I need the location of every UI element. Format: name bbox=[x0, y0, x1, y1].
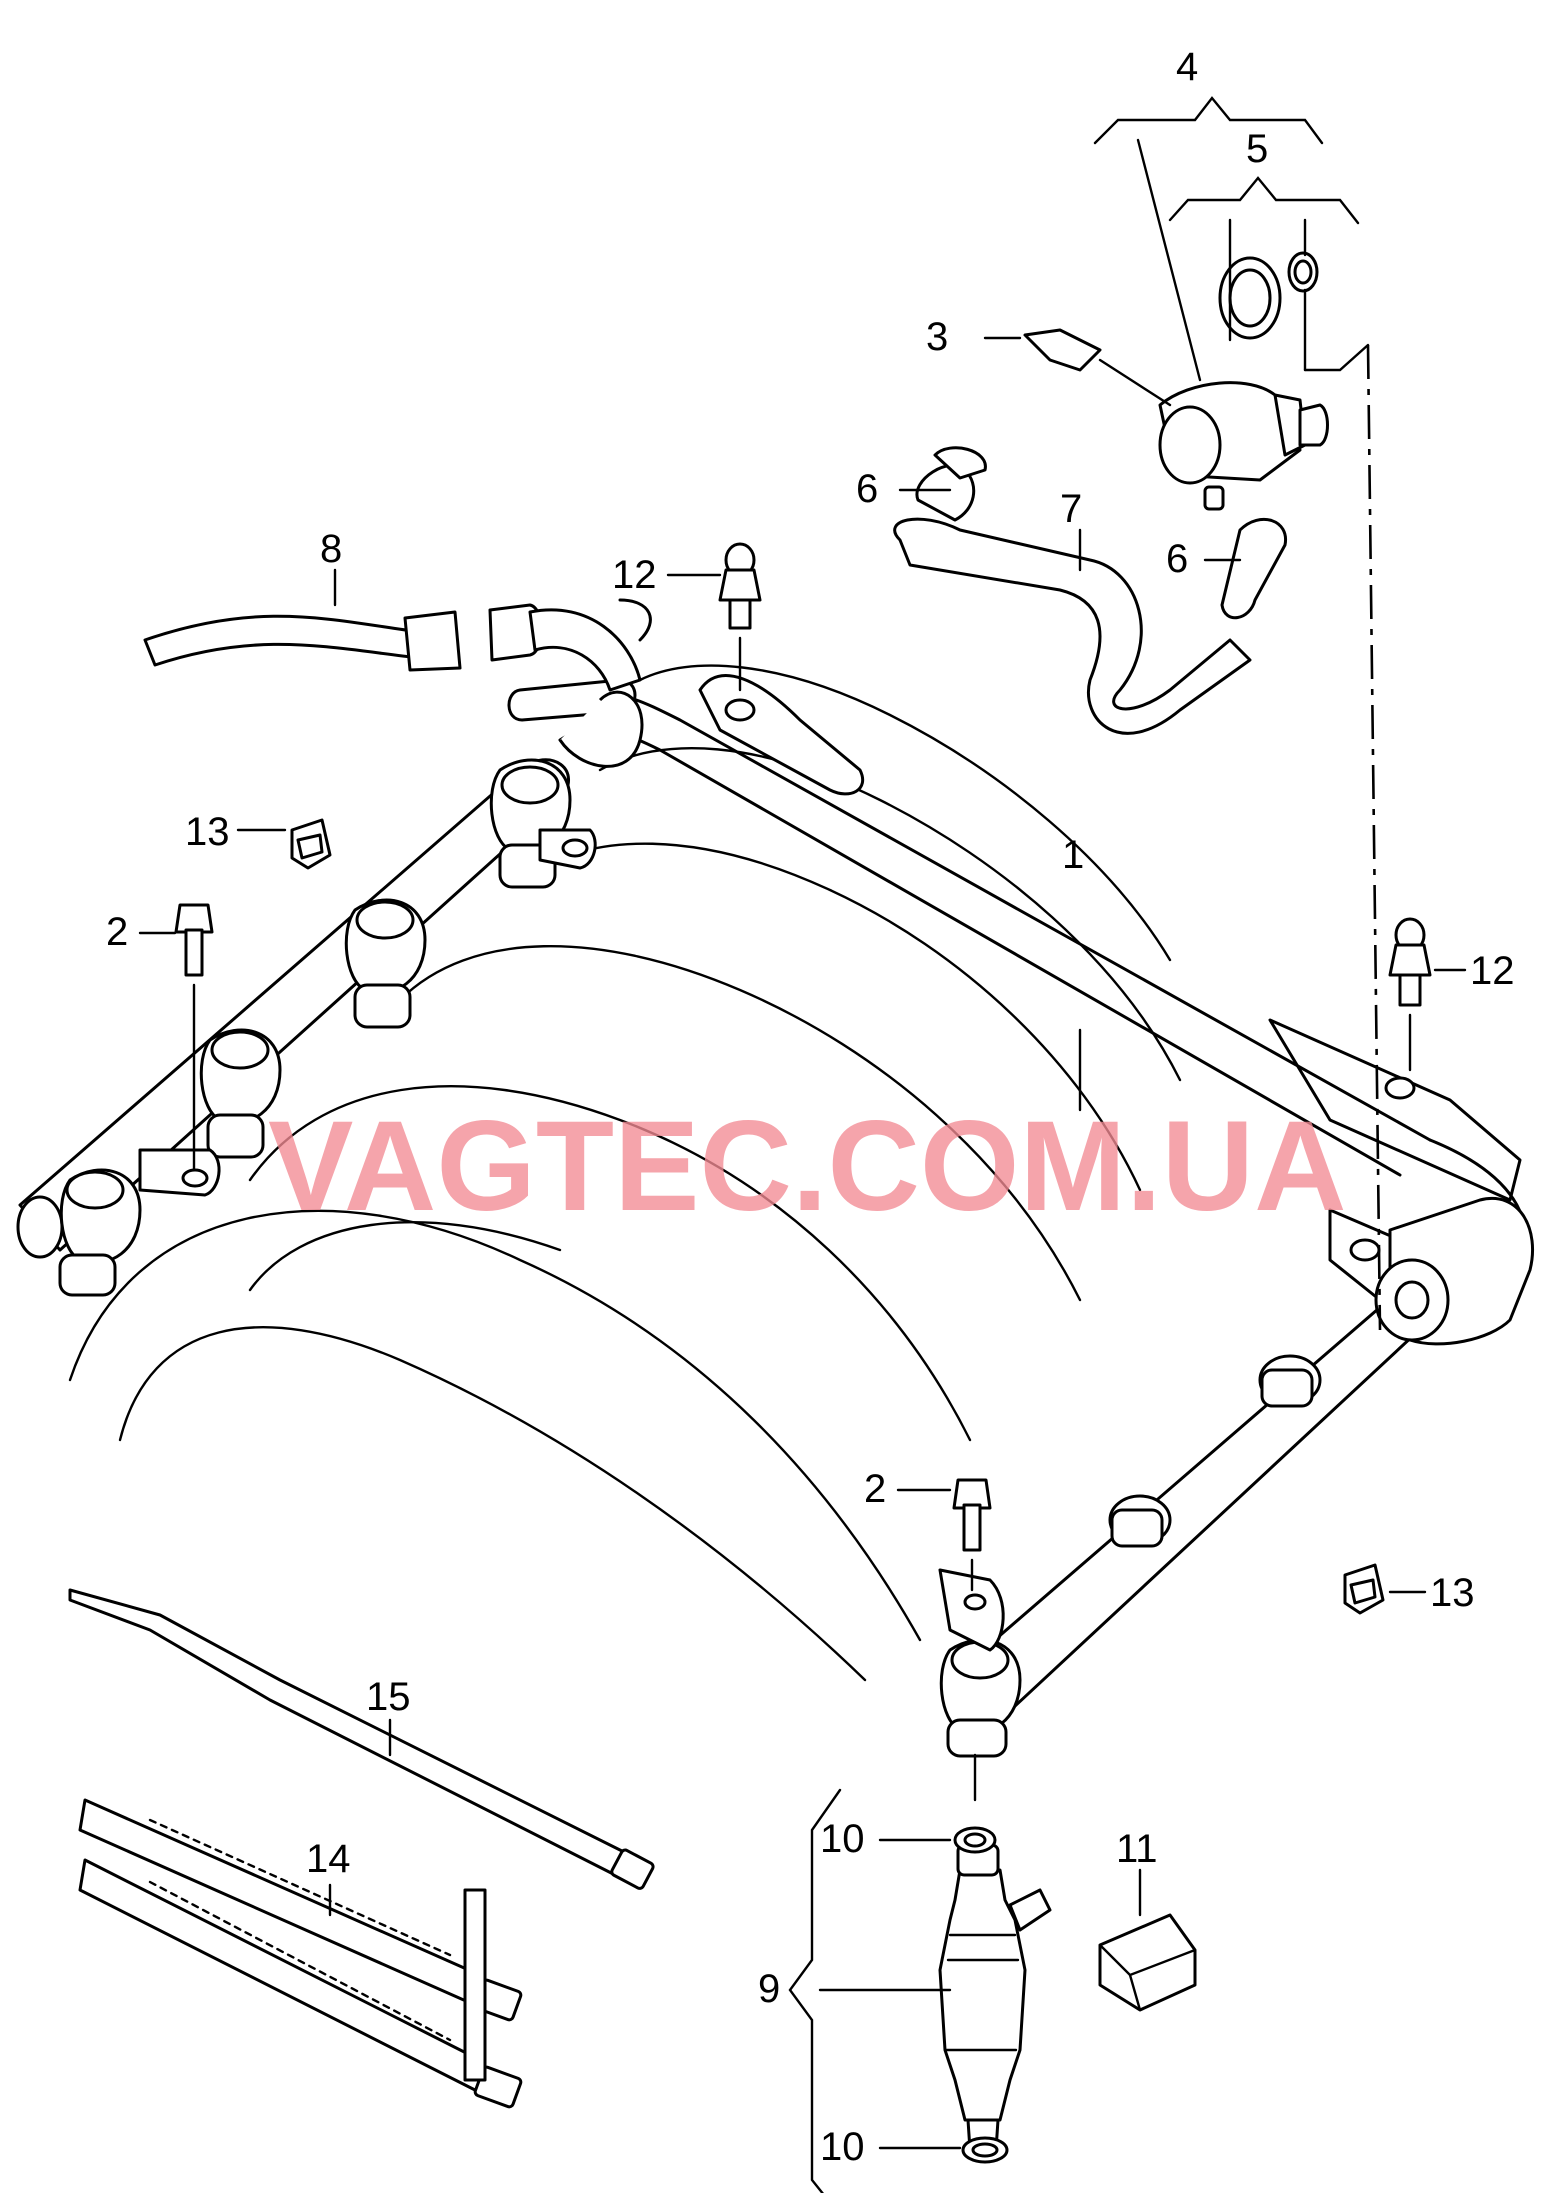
cable-tie-15 bbox=[68, 1588, 655, 1890]
callout-10-lower: 10 bbox=[820, 2125, 865, 2169]
intake-manifold bbox=[68, 664, 1522, 1682]
callout-15: 15 bbox=[366, 1675, 411, 1719]
callout-12-center: 12 bbox=[612, 553, 657, 597]
fuel-rail-left bbox=[16, 758, 597, 1297]
callout-8: 8 bbox=[320, 527, 342, 571]
bolt-2-right bbox=[952, 1478, 992, 1592]
callout-6-upper: 6 bbox=[856, 467, 878, 511]
stud-12-center bbox=[718, 542, 762, 692]
rail-cup bbox=[344, 898, 427, 1029]
rail-cup bbox=[58, 1168, 142, 1297]
rail-cup bbox=[489, 758, 572, 889]
bracket-11 bbox=[1098, 1868, 1197, 2012]
o-ring-10-lower bbox=[878, 2136, 1009, 2164]
fuel-hose-8 bbox=[143, 603, 642, 692]
callout-7: 7 bbox=[1060, 487, 1082, 531]
fuel-rail-right bbox=[938, 344, 1535, 1758]
callout-12-right: 12 bbox=[1470, 949, 1515, 993]
callout-14: 14 bbox=[306, 1837, 351, 1881]
rail-cup bbox=[1258, 1354, 1322, 1408]
o-ring-10-upper bbox=[878, 1826, 997, 1854]
watermark-text: VAGTEC.COM.UA bbox=[268, 1095, 1347, 1238]
callout-6-lower: 6 bbox=[1166, 537, 1188, 581]
rail-cup bbox=[199, 1028, 282, 1159]
callout-5: 5 bbox=[1246, 127, 1268, 171]
callout-11: 11 bbox=[1116, 1827, 1158, 1871]
bolt-2-left bbox=[174, 903, 214, 1172]
clip-13-left bbox=[290, 818, 332, 870]
clip-13-right bbox=[1343, 1563, 1385, 1615]
pressure-regulator-4 bbox=[1093, 96, 1370, 511]
callout-3: 3 bbox=[926, 315, 948, 359]
callouts: 1 2 2 3 4 5 6 6 7 8 9 10 10 11 12 12 13 … bbox=[106, 45, 1515, 2169]
callout-4: 4 bbox=[1176, 45, 1198, 89]
vacuum-hose-7 bbox=[893, 328, 1287, 735]
stud-12-right bbox=[1388, 917, 1432, 1072]
callout-13-right: 13 bbox=[1430, 1571, 1475, 1615]
callout-10-upper: 10 bbox=[820, 1817, 865, 1861]
rail-cup bbox=[939, 1638, 1022, 1758]
leader-lines bbox=[138, 336, 1467, 1594]
callout-1: 1 bbox=[1062, 833, 1084, 877]
callout-13-left: 13 bbox=[185, 810, 230, 854]
cable-tie-14 bbox=[78, 1798, 523, 2109]
callout-9: 9 bbox=[758, 1967, 780, 2011]
injector-9 bbox=[788, 1753, 1052, 2193]
callout-2-right: 2 bbox=[864, 1467, 886, 1511]
callout-2-left: 2 bbox=[106, 910, 128, 954]
rail-cup bbox=[1108, 1494, 1172, 1548]
